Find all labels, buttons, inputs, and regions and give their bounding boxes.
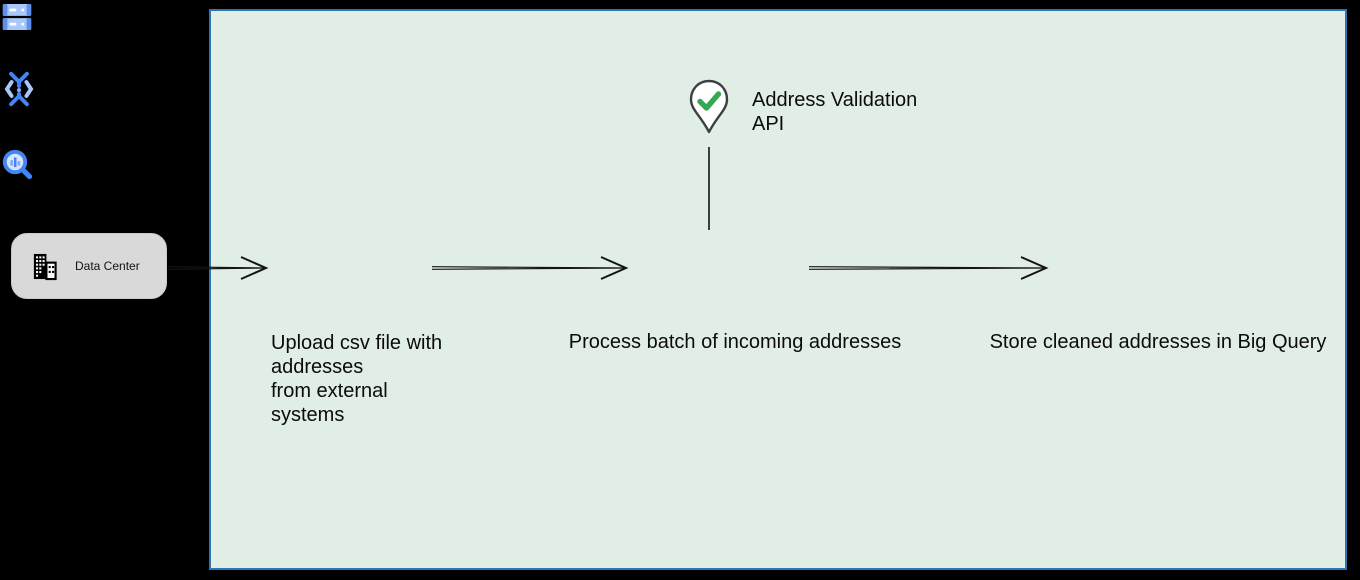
caption-upload-csv: Upload csv file with addresses from exte… — [271, 332, 443, 426]
node-cloud-storage: Cloud Storage — [0, 0, 158, 70]
node-dataflow-label: Dataflow — [0, 108, 63, 125]
cloud-storage-icon — [2, 3, 32, 31]
node-data-center-label: Data Center — [75, 259, 140, 273]
dataflow-icon — [4, 71, 34, 107]
node-bigquery-label: BigQuery — [0, 183, 67, 200]
bigquery-icon — [2, 149, 33, 180]
node-data-center: Data Center — [11, 233, 167, 299]
caption-process-batch: Process batch of incoming addresses — [568, 331, 902, 353]
address-validation-api-label: Address Validation API — [752, 89, 918, 135]
map-pin-check-icon — [689, 79, 729, 134]
node-cloud-storage-label: Cloud Storage — [0, 34, 103, 51]
building-icon — [33, 253, 57, 280]
node-dataflow: Dataflow — [0, 70, 177, 147]
caption-store-bigquery: Store cleaned addresses in Big Query — [989, 331, 1327, 353]
diagram-canvas — [209, 9, 1347, 570]
node-bigquery: BigQuery — [0, 147, 162, 218]
